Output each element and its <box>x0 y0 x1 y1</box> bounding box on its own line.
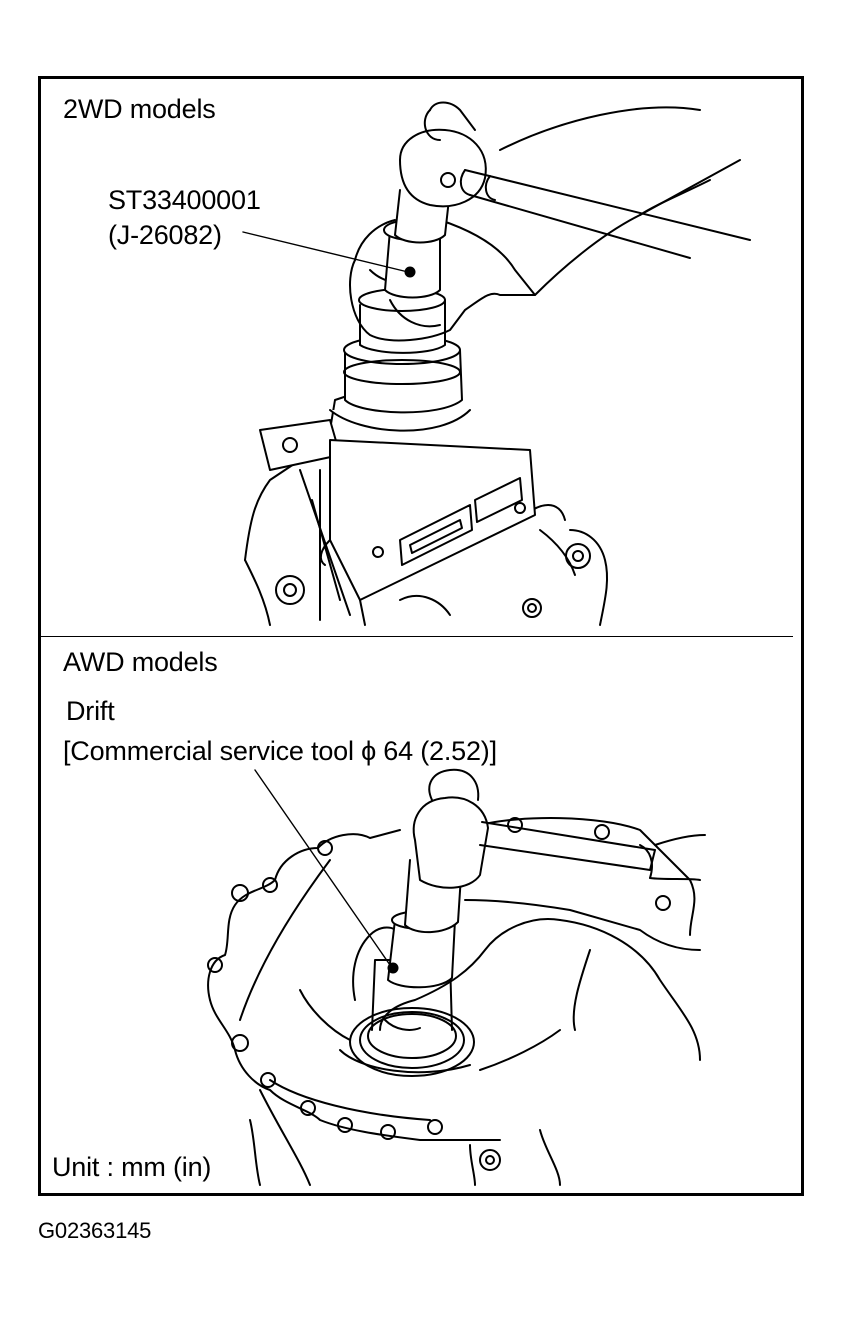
panel-title-awd: AWD models <box>63 647 218 677</box>
transmission-case-awd <box>207 817 696 1186</box>
figure-id: G02363145 <box>38 1218 152 1243</box>
hammer-2wd <box>383 101 751 299</box>
drift-tool-2wd <box>329 288 471 432</box>
hammer-awd <box>387 768 706 989</box>
leader-dot-awd <box>387 962 399 974</box>
transmission-case-2wd <box>244 394 609 626</box>
unit-label: Unit : mm (in) <box>52 1152 212 1182</box>
tool-alt-label: (J-26082) <box>108 220 222 250</box>
panel-title-2wd: 2WD models <box>63 94 216 124</box>
leader-line-2wd <box>242 231 409 273</box>
tool-desc-label: [Commercial service tool ϕ 64 (2.52)] <box>63 736 497 766</box>
hand-cuff-2wd <box>499 106 711 216</box>
leader-dot-2wd <box>404 266 416 278</box>
drift-tool-awd <box>349 959 475 1077</box>
tool-code-label: ST33400001 <box>108 185 261 215</box>
panel-divider <box>38 636 793 637</box>
hand-2wd <box>349 159 741 342</box>
drift-label: Drift <box>66 696 115 726</box>
leader-line-awd <box>254 769 391 966</box>
